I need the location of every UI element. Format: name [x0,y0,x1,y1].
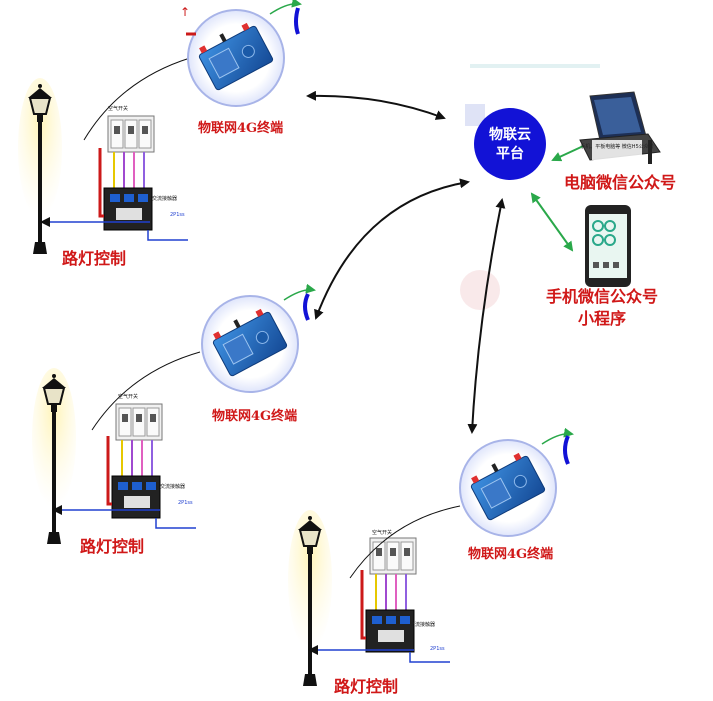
smartphone-icon [585,205,631,287]
terminal-label: 物联网4G终端 [212,408,297,424]
link-arrow-terminal2-cloud [314,178,470,320]
faint-artifact-circle [460,270,500,310]
street-lamp-icon [17,77,63,255]
faint-artifact-bar [470,64,600,68]
wire-tag: 2P1ss [170,212,185,218]
terminal-label: 物联网4G终端 [198,120,283,136]
link-arrow-terminal1-cloud [306,90,446,120]
pc-wechat-label: 电脑微信公众号 [564,173,676,192]
contactor-label: 交流接触器 [410,621,435,628]
faint-artifact-square [465,104,485,126]
phone-wechat-label-line1: 手机微信公众号 [546,287,658,306]
wire-tag: 2P1ss [430,646,445,652]
laptop-icon: 手机、平板电脑等 微信H5公众号 [579,91,661,164]
pc-screen-note: 手机、平板电脑等 微信H5公众号 [580,143,654,150]
streetlight-control-label: 路灯控制 [80,537,144,556]
streetlight-cluster-2: 空气开关 交流接触器 2P1ss 物联网4G终端 路灯控制 [31,290,314,556]
terminal-label: 物联网4G终端 [468,546,553,562]
cloud-platform-node: 物联云 平台 [474,108,546,180]
street-lamp-icon [287,509,333,687]
4g-terminal-device [188,4,300,106]
streetlight-cluster-1: 空气开关 交流接触器 2P1ss ↑ 物联网4G终端 路灯控制 [17,4,300,268]
link-arrow-cloud-phone [530,192,574,252]
phone-wechat-label-line2: 小程序 [578,309,626,328]
cloud-label-line1: 物联云 [489,126,531,143]
terminal-red-marker: ↑ [180,5,190,19]
streetlight-cluster-3: 空气开关 交流接触器 2P1ss 物联网4G终端 路灯控制 [287,434,572,696]
street-lamp-icon [31,367,77,545]
breaker-contactor-panel [360,536,452,664]
4g-terminal-device [202,290,314,392]
streetlight-control-label: 路灯控制 [62,249,126,268]
breaker-label: 空气开关 [372,529,392,536]
contactor-label: 交流接触器 [152,195,177,202]
contactor-label: 交流接触器 [160,483,185,490]
4g-terminal-device [460,434,572,536]
streetlight-control-label: 路灯控制 [334,677,398,696]
cloud-label-line2: 平台 [496,145,524,162]
link-arrow-terminal3-cloud [467,198,506,434]
wire-tag: 2P1ss [178,500,193,506]
breaker-label: 空气开关 [108,105,128,112]
breaker-label: 空气开关 [118,393,138,400]
